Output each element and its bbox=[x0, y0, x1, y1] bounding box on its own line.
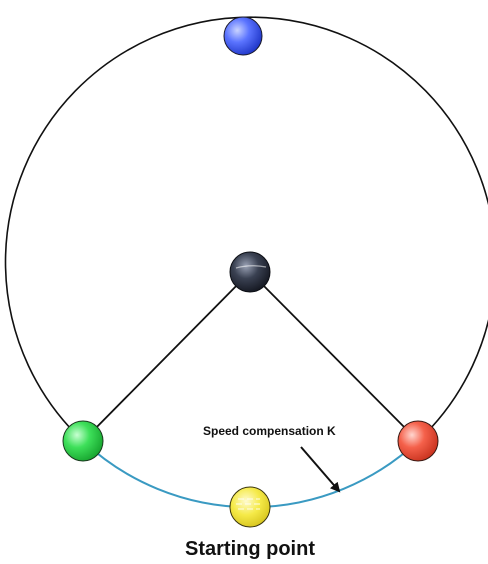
speed-compensation-label: Speed compensation K bbox=[203, 424, 336, 438]
ball-bottom bbox=[230, 487, 270, 527]
radius-line-left bbox=[83, 272, 250, 441]
circle-outline bbox=[6, 17, 488, 441]
starting-point-caption: Starting point bbox=[0, 538, 488, 561]
ball-center bbox=[230, 252, 270, 292]
radius-line-right bbox=[250, 272, 418, 441]
ball-left bbox=[63, 421, 103, 461]
compensation-arrow bbox=[301, 447, 339, 491]
ball-top bbox=[224, 17, 262, 55]
ball-right bbox=[398, 421, 438, 461]
